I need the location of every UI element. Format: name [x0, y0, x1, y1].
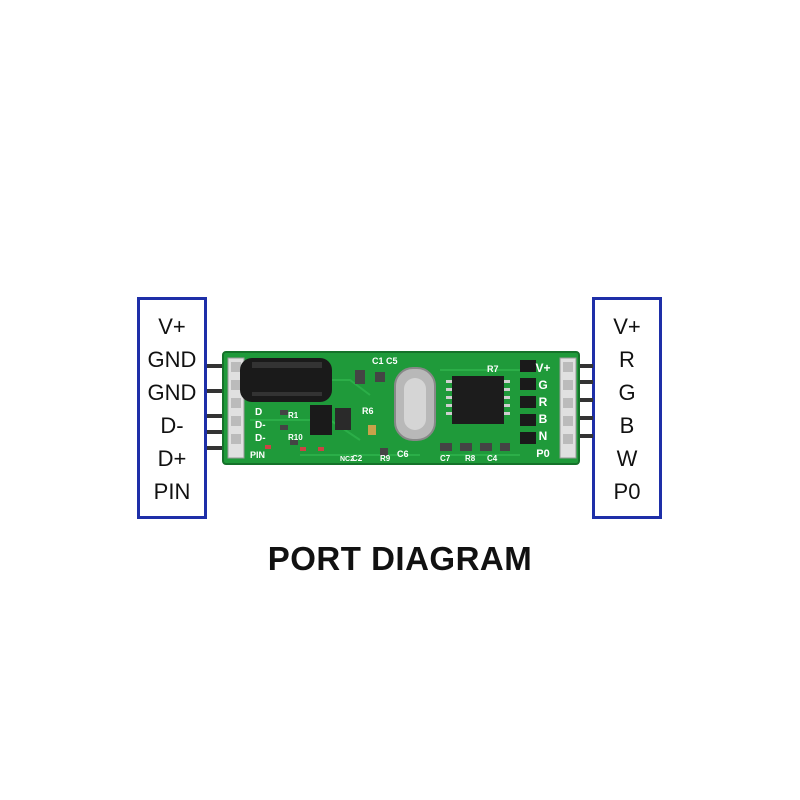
silk-right-header-r: R: [539, 395, 548, 409]
silk-left-header-d: D: [255, 407, 262, 418]
right-pin-label-1: V+: [613, 314, 641, 339]
silk-c7: C7: [440, 454, 451, 463]
silk-right-header-p0: P0: [536, 448, 549, 460]
silk-c2: C2: [352, 454, 363, 463]
silk-left-header-dminus-1: D-: [255, 420, 266, 431]
silk-left-header-dminus-2: D-: [255, 433, 266, 444]
silk-left-header-pin: PIN: [250, 450, 265, 460]
right-pin-label-4: B: [619, 413, 635, 438]
capacitor-barrel: [240, 358, 332, 402]
right-pin-label-5: W: [616, 446, 638, 471]
crystal-oscillator: [394, 367, 436, 441]
silk-right-header-b: B: [539, 412, 548, 426]
silk-c4: C4: [487, 454, 498, 463]
left-header-leads: [207, 364, 225, 450]
left-pin-box: V+ GND GND D- D+ PIN: [137, 297, 207, 519]
silk-r6: R6: [362, 406, 374, 416]
left-pin-label-3: GND: [147, 380, 197, 405]
right-pin-label-2: R: [619, 347, 635, 372]
silk-right-header-vplus: V+: [535, 361, 550, 375]
smd-components-left: [265, 410, 324, 451]
right-pin-label-6: P0: [613, 479, 641, 504]
right-header-leads: [575, 364, 593, 438]
silk-c6: C6: [397, 449, 409, 459]
regulator-chip: [310, 405, 332, 435]
silk-right-header-g: G: [538, 378, 547, 392]
left-pin-label-5: D+: [157, 446, 187, 471]
left-pin-label-4: D-: [160, 413, 184, 438]
right-pin-label-3: G: [618, 380, 636, 405]
silk-r7: R7: [487, 364, 499, 374]
smd-components-bottom: [440, 443, 510, 451]
silk-right-header-n: N: [539, 429, 548, 443]
left-pin-label-1: V+: [158, 314, 186, 339]
silk-r8: R8: [465, 454, 476, 463]
right-header-pads: [559, 357, 577, 459]
silk-c1: C1: [372, 356, 384, 366]
mosfet-column: [520, 360, 536, 444]
left-pin-label-2: GND: [147, 347, 197, 372]
silk-r9: R9: [380, 454, 391, 463]
left-pin-label-6: PIN: [153, 479, 191, 504]
silk-nc2: NC2: [340, 456, 354, 463]
microcontroller-ic: [446, 376, 510, 424]
silk-c5: C5: [386, 356, 398, 366]
right-pin-box: V+ R G B W P0: [592, 297, 662, 519]
diagram-caption: PORT DIAGRAM: [267, 540, 533, 577]
silk-r1: R1: [288, 411, 299, 420]
silk-r10: R10: [288, 433, 303, 442]
